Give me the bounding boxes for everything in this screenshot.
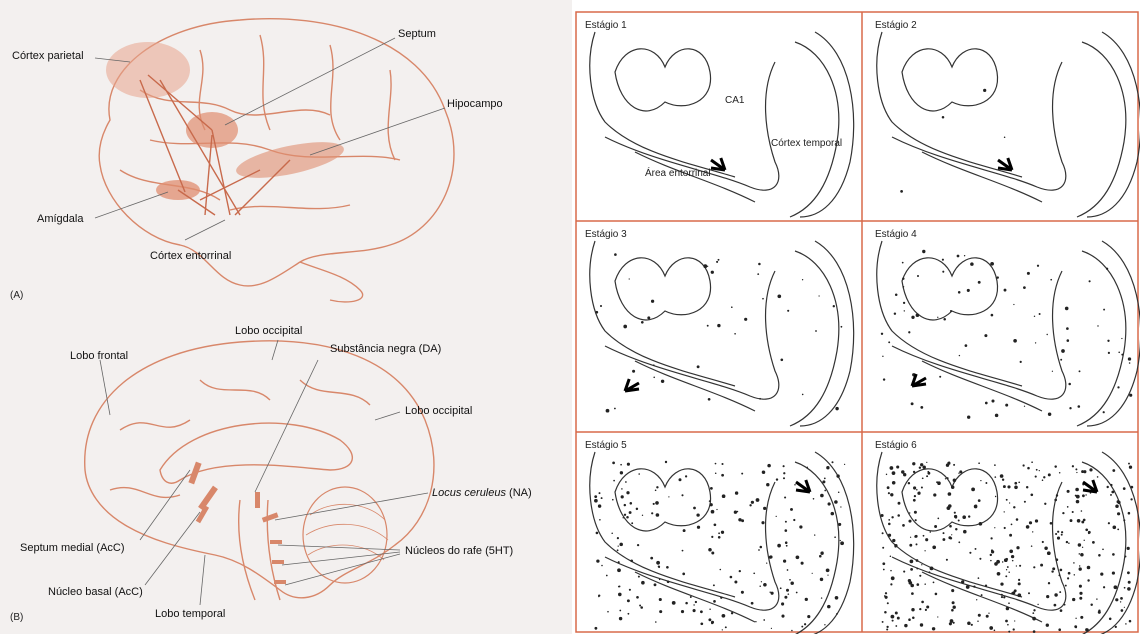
- grid-border: [576, 12, 1138, 632]
- label-septum: Septum: [398, 28, 436, 40]
- stage-label-4: Estágio 4: [875, 229, 917, 240]
- label-septum-medial: Septum medial (AcC): [20, 542, 125, 554]
- label-lobo-temporal: Lobo temporal: [155, 608, 225, 620]
- label-locus-ceruleus-suffix: (NA): [506, 487, 532, 499]
- stage-grid-drawing: [575, 0, 1140, 634]
- label-area-entorrinal: Área entorrinal: [645, 168, 711, 179]
- stage-arrow-6: [1083, 480, 1097, 492]
- panel-a-tag: (A): [10, 290, 23, 301]
- stage-arrow-2: [998, 158, 1012, 170]
- stage-arrow-4: [912, 374, 926, 386]
- stage-label-6: Estágio 6: [875, 440, 917, 451]
- label-nucleos-rafe: Núcleos do rafe (5HT): [405, 545, 513, 557]
- label-cortex-parietal: Córtex parietal: [12, 50, 84, 62]
- label-hipocampo: Hipocampo: [447, 98, 503, 110]
- stage-grid: Estágio 1 Estágio 2 Estágio 3 Estágio 4 …: [575, 0, 1140, 634]
- label-lobo-occipital-right: Lobo occipital: [405, 405, 472, 417]
- hippocampal-section-1: [590, 32, 854, 217]
- hippocampal-section-5: [590, 452, 854, 634]
- hippocampal-section-4: [877, 241, 1140, 426]
- label-substancia-negra: Substância negra (DA): [330, 343, 441, 355]
- label-lobo-frontal: Lobo frontal: [70, 350, 128, 362]
- hippocampal-section-2: [877, 32, 1140, 217]
- label-amigdala: Amígdala: [37, 213, 83, 225]
- label-ca1: CA1: [725, 95, 744, 106]
- stage-arrow-5: [796, 480, 810, 492]
- leader-lines-b: [100, 340, 428, 605]
- stage-arrow-1: [711, 158, 725, 170]
- label-nucleo-basal: Núcleo basal (AcC): [48, 586, 143, 598]
- label-lobo-occipital-top: Lobo occipital: [235, 325, 302, 337]
- stage-arrow-3: [625, 379, 639, 391]
- brain-drawings: [0, 0, 572, 634]
- label-locus-ceruleus: Locus ceruleus (NA): [432, 487, 532, 499]
- panel-b-tag: (B): [10, 612, 23, 623]
- stage-label-3: Estágio 3: [585, 229, 627, 240]
- label-cortex-entorrinal: Córtex entorrinal: [150, 250, 231, 262]
- brain-illustrations: Córtex parietal Septum Hipocampo Amígdal…: [0, 0, 572, 634]
- stage-label-2: Estágio 2: [875, 20, 917, 31]
- stage-label-1: Estágio 1: [585, 20, 627, 31]
- cortex-parietal-region: [106, 42, 190, 98]
- stage-label-5: Estágio 5: [585, 440, 627, 451]
- label-locus-ceruleus-italic: Locus ceruleus: [432, 487, 506, 499]
- hippocampal-section-6: [877, 452, 1140, 634]
- hippocampal-section-3: [590, 241, 854, 426]
- label-cortex-temporal: Córtex temporal: [771, 138, 842, 149]
- sagittal-brain: [85, 341, 434, 600]
